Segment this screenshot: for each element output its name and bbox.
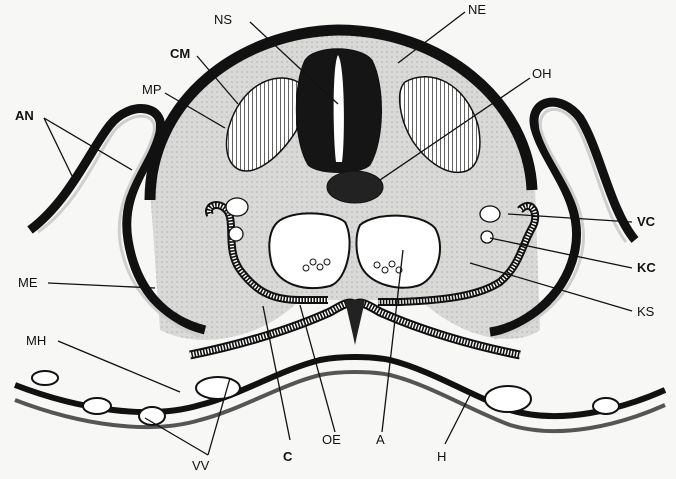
label-kc: KC <box>637 260 656 275</box>
label-ns: NS <box>214 12 232 27</box>
label-oh: OH <box>532 66 552 81</box>
label-cm: CM <box>170 46 190 61</box>
label-mh: MH <box>26 333 46 348</box>
label-a: A <box>376 432 385 447</box>
label-an: AN <box>15 108 34 123</box>
label-mp: MP <box>142 82 162 97</box>
label-c: C <box>283 449 293 464</box>
splanchnopleure-lower <box>15 372 665 431</box>
aorta-right <box>356 216 440 288</box>
aorta-left <box>269 213 349 288</box>
label-vv: VV <box>192 458 210 473</box>
splanchnopleure <box>15 357 665 416</box>
midline-cleft <box>345 300 365 345</box>
label-h: H <box>437 449 446 464</box>
label-ks: KS <box>637 304 655 319</box>
label-oe: OE <box>322 432 341 447</box>
label-me: ME <box>18 275 38 290</box>
label-vc: VC <box>637 214 656 229</box>
label-ne: NE <box>468 2 486 17</box>
notochord <box>327 171 383 203</box>
